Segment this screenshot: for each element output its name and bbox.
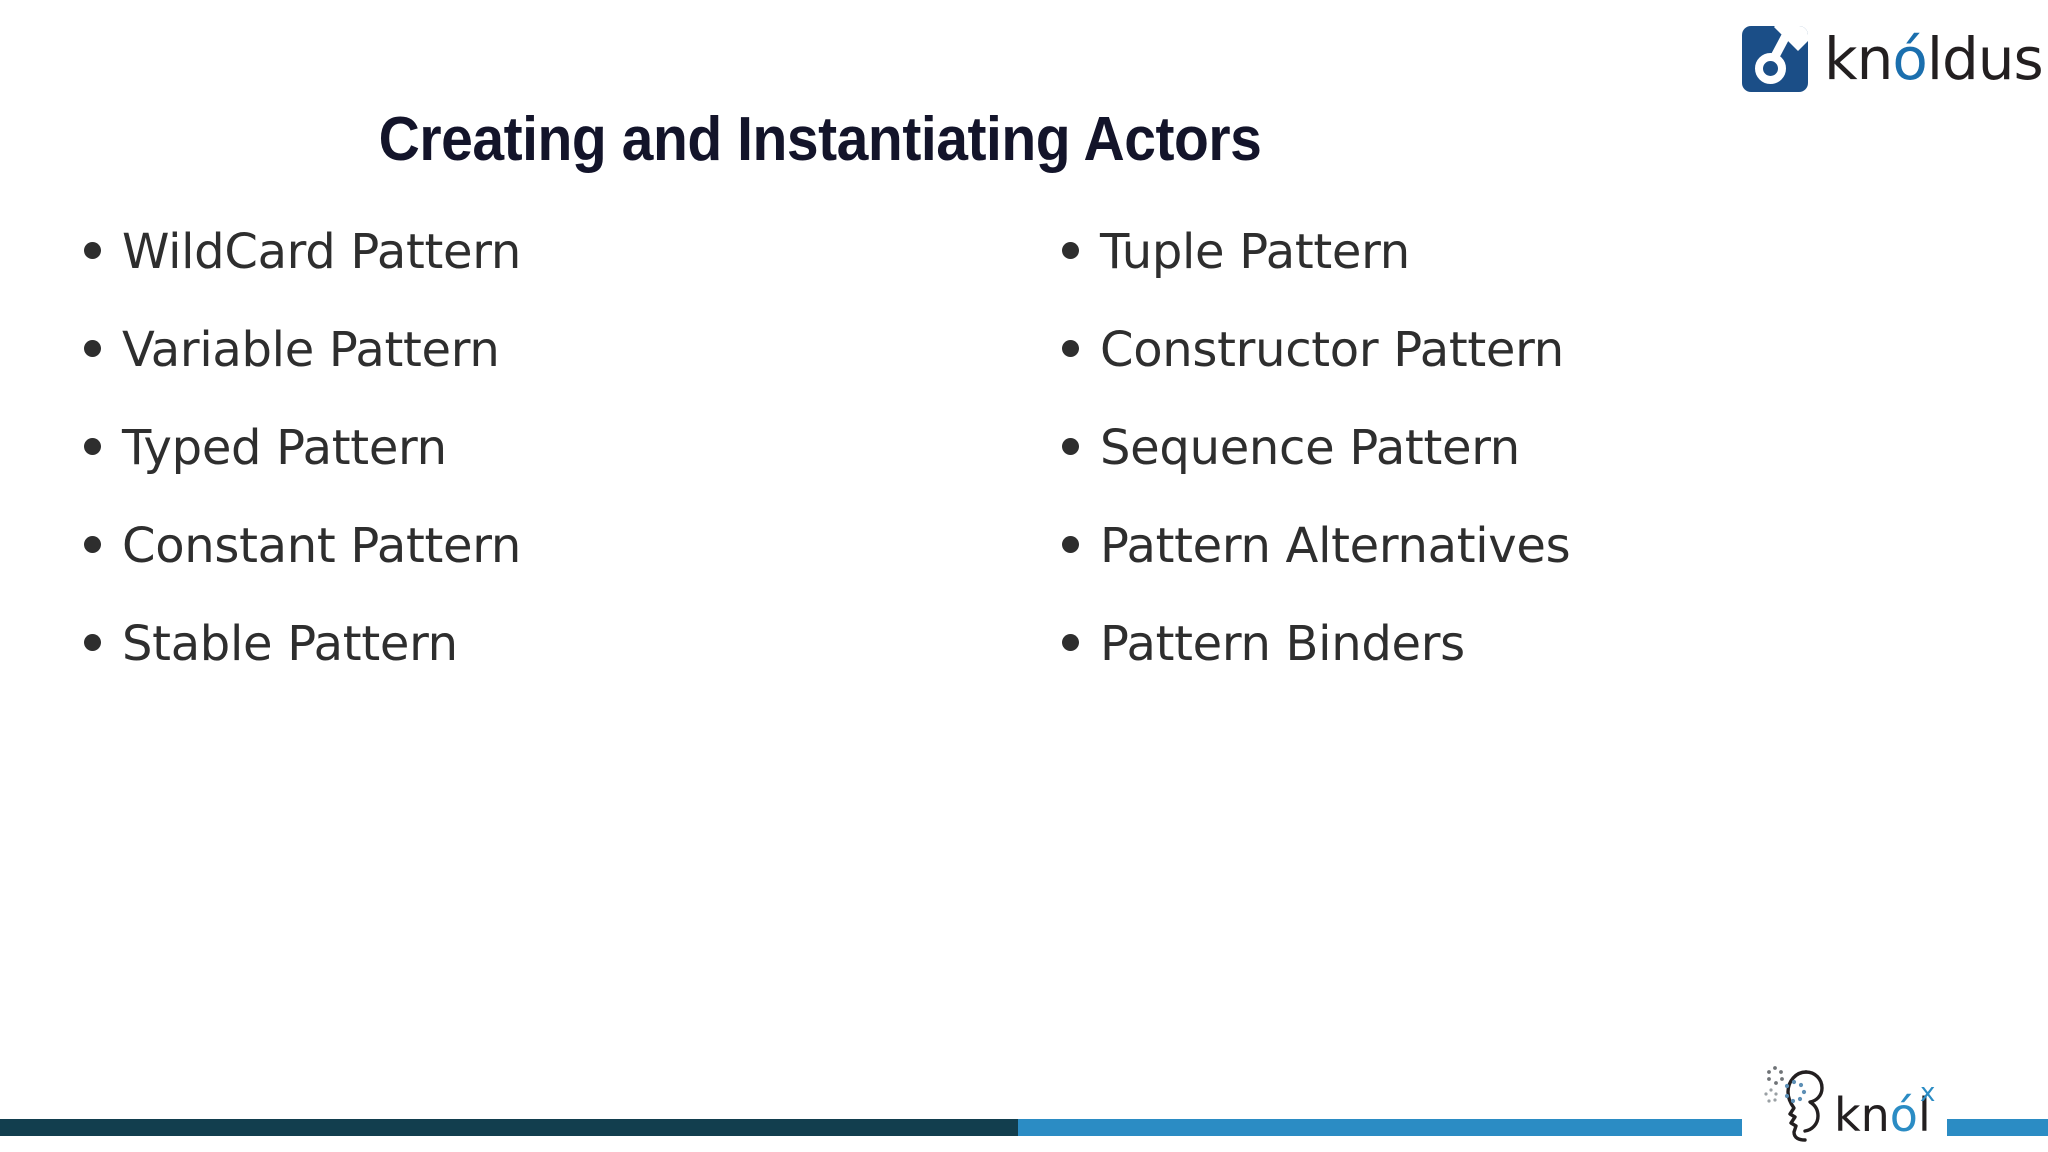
- knoldus-word-part-1: kn: [1824, 25, 1893, 93]
- list-item-label: Typed Pattern: [122, 420, 447, 476]
- right-bullet-column: Tuple Pattern Constructor Pattern Sequen…: [0, 228, 1571, 718]
- knolx-wordmark: knól: [1834, 1092, 1931, 1138]
- knoldus-word-accent: ó: [1892, 25, 1927, 93]
- bullet-dot-icon: [84, 634, 101, 651]
- knolx-superscript-x: x: [1920, 1078, 1936, 1108]
- bullet-dot-icon: [84, 340, 101, 357]
- knoldus-mark-o-icon: [1755, 53, 1786, 84]
- list-item-label: Pattern Alternatives: [1100, 518, 1571, 574]
- list-item-label: Stable Pattern: [122, 616, 458, 672]
- list-item: WildCard Pattern: [84, 228, 1000, 326]
- footer-bar: [0, 1119, 2048, 1136]
- knoldus-wordmark: knóldus: [1824, 30, 2044, 88]
- list-item-label: Constant Pattern: [122, 518, 521, 574]
- knolx-head-icon: [1764, 1066, 1824, 1142]
- left-bullet-list: WildCard Pattern Variable Pattern Typed …: [84, 228, 1000, 718]
- bullet-dot-icon: [1062, 340, 1079, 357]
- bullet-dot-icon: [1062, 438, 1079, 455]
- list-item-label: Pattern Binders: [1100, 616, 1465, 672]
- left-bullet-column: WildCard Pattern Variable Pattern Typed …: [0, 228, 1000, 718]
- bullet-dot-icon: [1062, 634, 1079, 651]
- list-item-label: Constructor Pattern: [1100, 322, 1564, 378]
- knolx-logo: knól x: [1742, 1034, 1947, 1152]
- bullet-dot-icon: [84, 438, 101, 455]
- page-title: Creating and Instantiating Actors: [378, 104, 1262, 174]
- list-item: Variable Pattern: [84, 326, 1000, 424]
- knoldus-mark-icon: [1742, 26, 1808, 92]
- list-item: Typed Pattern: [84, 424, 1000, 522]
- bullet-dot-icon: [1062, 536, 1079, 553]
- knoldus-logo: knóldus: [1742, 26, 2044, 92]
- knoldus-mark-accent-icon: [1770, 33, 1791, 59]
- list-item-label: Sequence Pattern: [1100, 420, 1520, 476]
- knolx-word-part-1: kn: [1834, 1088, 1890, 1142]
- list-item-label: Variable Pattern: [122, 322, 500, 378]
- list-item: Stable Pattern: [84, 620, 1000, 718]
- knoldus-word-part-2: ldus: [1926, 25, 2044, 93]
- list-item-label: Tuple Pattern: [1100, 224, 1410, 280]
- knolx-word-part-2: l: [1917, 1088, 1931, 1142]
- list-item: Constant Pattern: [84, 522, 1000, 620]
- knolx-logo-inner: knól x: [1742, 1047, 1947, 1152]
- footer-bar-dark-segment: [0, 1119, 1018, 1136]
- bullet-dot-icon: [84, 242, 101, 259]
- content-columns: WildCard Pattern Variable Pattern Typed …: [0, 228, 2048, 718]
- bullet-dot-icon: [84, 536, 101, 553]
- bullet-dot-icon: [1062, 242, 1079, 259]
- knolx-word-accent: ó: [1889, 1088, 1918, 1142]
- list-item-label: WildCard Pattern: [122, 224, 521, 280]
